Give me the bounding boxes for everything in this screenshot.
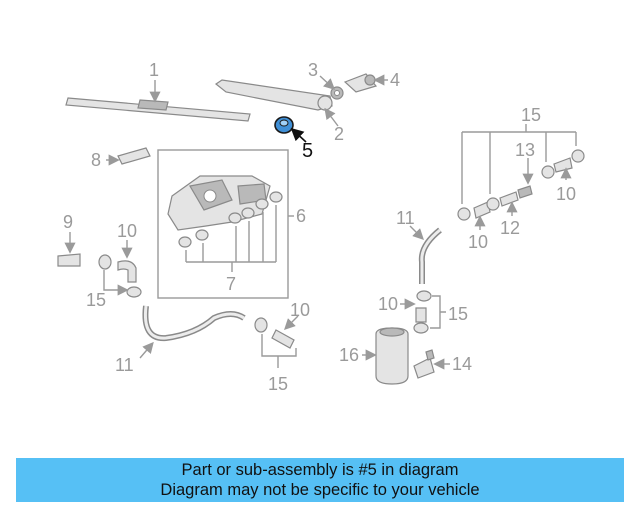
callout-10b: 10 xyxy=(290,300,310,320)
washer-pump-part xyxy=(413,349,450,379)
callout-9: 9 xyxy=(63,212,73,232)
wiper-arm-part xyxy=(214,79,339,127)
reservoir-connector-group xyxy=(400,290,446,334)
banner-line-disclaimer: Diagram may not be specific to your vehi… xyxy=(160,481,480,499)
callout-11a: 11 xyxy=(115,355,134,375)
callout-15c: 15 xyxy=(521,105,541,125)
callout-10c: 10 xyxy=(556,184,576,204)
wiper-blade-part xyxy=(65,80,251,122)
cap-part xyxy=(343,73,388,93)
nozzle-part xyxy=(106,147,151,166)
washer-reservoir-part xyxy=(362,327,409,385)
wiper-motor-part xyxy=(167,175,271,231)
callout-1: 1 xyxy=(149,60,159,80)
banner-line-part-info: Part or sub-assembly is #5 in diagram xyxy=(181,461,459,479)
callout-11b: 11 xyxy=(396,208,415,228)
highlighted-part-5[interactable] xyxy=(274,116,307,143)
callout-2: 2 xyxy=(334,124,344,144)
callout-15b: 15 xyxy=(268,374,288,394)
info-banner: Part or sub-assembly is #5 in diagram Di… xyxy=(16,458,624,502)
grommet-set-7 xyxy=(178,191,283,272)
callout-8: 8 xyxy=(91,150,101,170)
motor-assembly-frame xyxy=(157,149,289,299)
callout-10a: 10 xyxy=(117,221,137,241)
hose-right-part xyxy=(409,225,442,284)
callout-4: 4 xyxy=(390,70,400,90)
callout-13: 13 xyxy=(515,140,535,160)
callout-3: 3 xyxy=(308,60,318,80)
center-connector-group xyxy=(254,315,299,368)
callout-5: 5 xyxy=(302,140,313,162)
callout-10e: 10 xyxy=(378,294,398,314)
callout-15a: 15 xyxy=(86,290,106,310)
callout-14: 14 xyxy=(452,354,472,374)
nut-part xyxy=(319,75,344,100)
hose-left-part xyxy=(139,305,246,359)
callout-10d: 10 xyxy=(468,232,488,252)
bolt-part xyxy=(57,232,81,267)
callout-15d: 15 xyxy=(448,304,468,324)
right-connector-chain xyxy=(457,124,585,230)
callout-7: 7 xyxy=(226,274,236,294)
callout-6: 6 xyxy=(296,206,306,226)
parts-diagram: 1 2 3 4 5 8 6 xyxy=(57,60,585,394)
left-connector-group xyxy=(98,240,142,298)
callout-12: 12 xyxy=(500,218,520,238)
callout-16: 16 xyxy=(339,345,359,365)
